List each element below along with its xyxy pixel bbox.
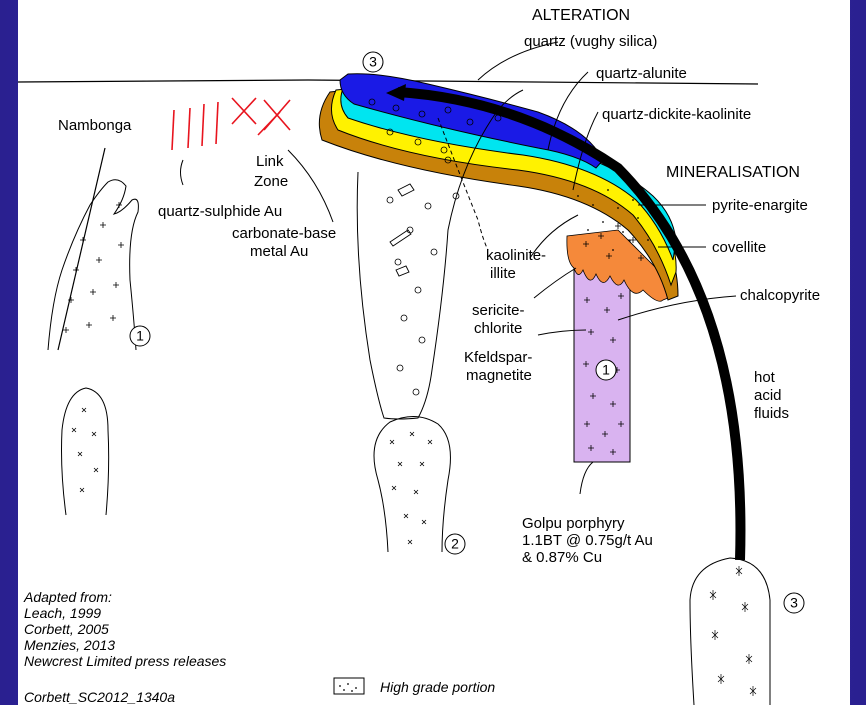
- nambonga-plus-marks: [63, 202, 124, 333]
- nambonga-fault: [58, 148, 105, 350]
- label-nambonga: Nambonga: [58, 117, 132, 134]
- label-link-2: Zone: [254, 173, 288, 190]
- lower-left-intrusion: [62, 388, 109, 515]
- label-quartz-sulphide: quartz-sulphide Au: [158, 203, 282, 220]
- label-link-1: Link: [256, 153, 284, 170]
- label-carbonate-1: carbonate-base: [232, 225, 336, 242]
- label-golpu-3: & 0.87% Cu: [522, 549, 602, 566]
- label-kfeldspar-2: magnetite: [466, 367, 532, 384]
- diagram-panel: 1 2 1 3 3 ALTERATION MINERALISATION quar…: [18, 0, 850, 705]
- legend-swatch: [334, 678, 364, 694]
- label-quartz-dickite: quartz-dickite-kaolinite: [602, 106, 751, 123]
- intrusion-three: [690, 558, 770, 705]
- nambonga-intrusion: [48, 180, 138, 350]
- source-item-1: Leach, 1999: [24, 605, 101, 621]
- label-golpu-2: 1.1BT @ 0.75g/t Au: [522, 532, 653, 549]
- source-item-4: Newcrest Limited press releases: [24, 653, 226, 669]
- intrusion-two-x-marks: [390, 432, 432, 544]
- source-credit: Corbett_SC2012_1340a: [24, 689, 175, 705]
- label-kfeldspar-1: Kfeldspar-: [464, 349, 532, 366]
- geology-diagram: 1 2 1 3 3 ALTERATION MINERALISATION quar…: [18, 0, 850, 705]
- label-sericite-2: chlorite: [474, 320, 522, 337]
- alteration-heading: ALTERATION: [532, 7, 630, 24]
- source-heading: Adapted from:: [23, 589, 112, 605]
- label-sericite-1: sericite-: [472, 302, 525, 319]
- marker-cap: 3: [369, 54, 377, 70]
- marker-nambonga: 1: [136, 328, 144, 344]
- breccia-circles: [387, 157, 459, 395]
- link-zone-veins: [172, 98, 290, 150]
- marker-golpu: 1: [602, 362, 610, 378]
- label-fluids-2: acid: [754, 387, 782, 404]
- lower-left-x-marks: [72, 408, 98, 492]
- label-fluids-3: fluids: [754, 405, 789, 422]
- label-fluids-1: hot: [754, 369, 776, 386]
- source-item-3: Menzies, 2013: [24, 637, 115, 653]
- intrusion-three-marks: [710, 566, 756, 696]
- label-carbonate-2: metal Au: [250, 243, 308, 260]
- source-item-2: Corbett, 2005: [24, 621, 109, 637]
- label-covellite: covellite: [712, 239, 766, 256]
- marker-deep: 3: [790, 595, 798, 611]
- label-chalcopyrite: chalcopyrite: [740, 287, 820, 304]
- label-pyrite-enargite: pyrite-enargite: [712, 197, 808, 214]
- intrusion-two: [374, 416, 450, 552]
- label-kaolinite-2: illite: [490, 265, 516, 282]
- breccia-clasts: [390, 184, 414, 276]
- label-quartz-vughy: quartz (vughy silica): [524, 33, 657, 50]
- label-golpu-1: Golpu porphyry: [522, 515, 625, 532]
- mineralisation-heading: MINERALISATION: [666, 164, 800, 181]
- label-quartz-alunite: quartz-alunite: [596, 65, 687, 82]
- legend-high-grade: High grade portion: [380, 679, 495, 695]
- marker-pipe: 2: [451, 536, 459, 552]
- label-kaolinite-1: kaolinite-: [486, 247, 546, 264]
